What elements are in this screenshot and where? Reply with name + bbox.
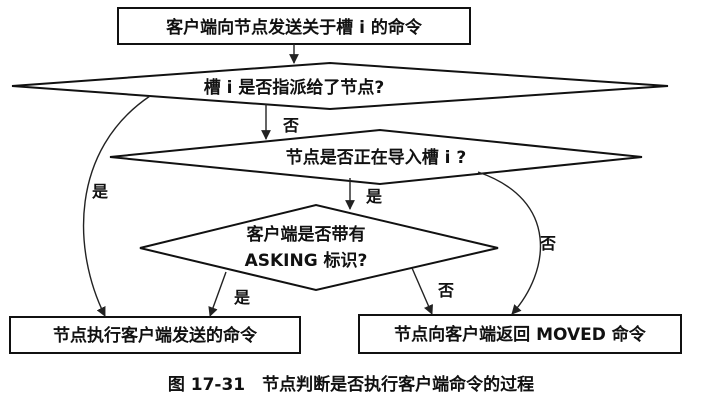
result-moved-label: 节点向客户端返回 MOVED 命令 (394, 324, 647, 345)
edge-label-asking-no: 否 (437, 281, 454, 300)
decision-slot-importing-label: 节点是否正在导入槽 i ? (286, 147, 467, 168)
edge-label-importing-no: 否 (539, 234, 556, 253)
edge-label-asking-yes: 是 (233, 288, 250, 307)
edge-label-importing-yes: 是 (365, 187, 382, 206)
edge-assigned-yes-to-execute (82, 95, 151, 317)
decision-asking-flag-label-line1: 客户端是否带有 (246, 224, 366, 245)
edge-label-assigned-yes: 是 (91, 182, 108, 201)
result-execute-node: 节点执行客户端发送的命令 (9, 316, 301, 354)
edge-label-assigned-no: 否 (282, 116, 299, 135)
decision-asking-flag-label-line2: ASKING 标识? (245, 250, 368, 271)
edge-importing-no-to-moved (477, 171, 542, 315)
start-node: 客户端向节点发送关于槽 i 的命令 (117, 7, 471, 45)
edge-asking-yes-to-execute (208, 271, 227, 317)
figure-caption: 图 17-31 节点判断是否执行客户端命令的过程 (168, 374, 534, 395)
start-node-label: 客户端向节点发送关于槽 i 的命令 (165, 17, 423, 38)
result-execute-label: 节点执行客户端发送的命令 (53, 325, 258, 346)
decision-slot-assigned-label: 槽 i 是否指派给了节点? (204, 77, 385, 98)
decision-asking-flag: 客户端是否带有 ASKING 标识? (139, 203, 499, 292)
decision-slot-importing: 节点是否正在导入槽 i ? (109, 128, 643, 186)
result-moved-node: 节点向客户端返回 MOVED 命令 (358, 314, 682, 354)
edge-asking-no-to-moved (411, 267, 433, 315)
decision-slot-assigned: 槽 i 是否指派给了节点? (11, 61, 669, 111)
